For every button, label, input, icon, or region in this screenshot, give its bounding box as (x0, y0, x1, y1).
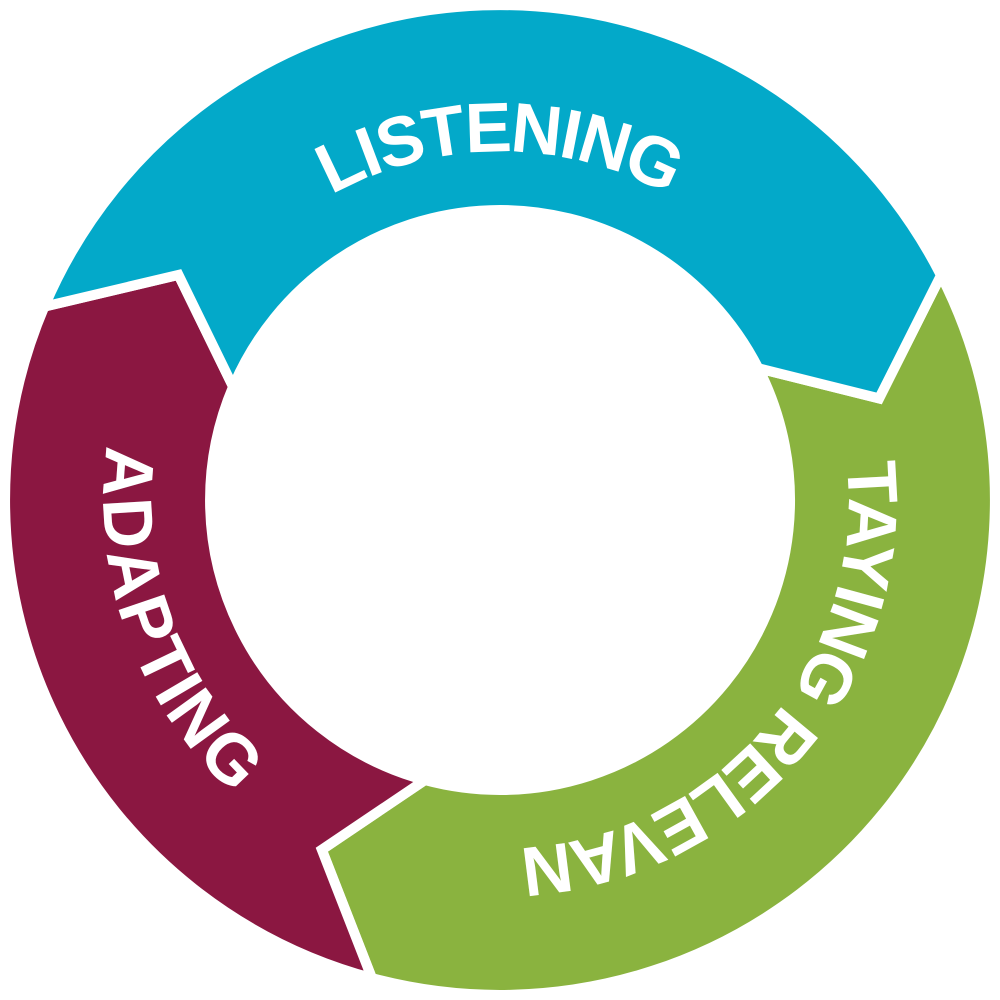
staying-relevant-arrow-segment (315, 264, 1000, 1000)
segment-listening (35, 0, 947, 405)
segment-adapting (0, 269, 437, 986)
segment-staying-relevant (315, 264, 1000, 1000)
adapting-arrow-segment (0, 269, 437, 986)
listening-arrow-segment (35, 0, 947, 405)
